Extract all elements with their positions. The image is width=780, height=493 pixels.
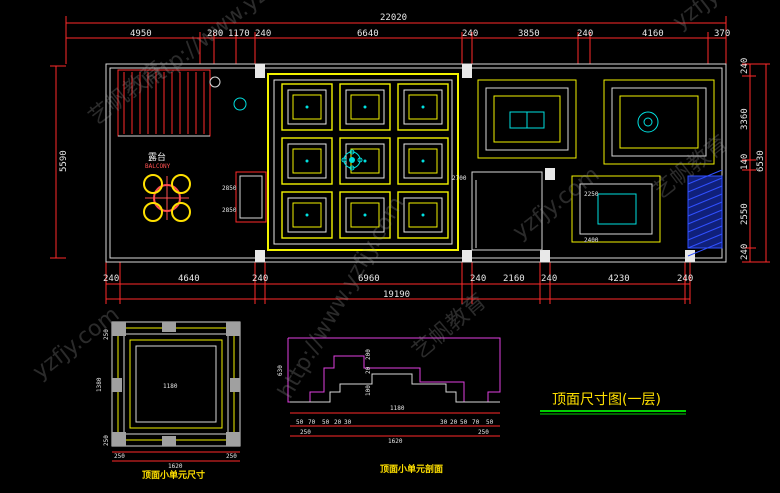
right-dim-3: 140 [740, 154, 750, 170]
unit-section-total: 1620 [388, 438, 403, 445]
bottom-dim-6: 2160 [503, 274, 525, 284]
left-dimension: 5590 [50, 65, 69, 259]
unit-plan-side-left: 250 [103, 329, 110, 340]
bottom-dim-7: 240 [541, 274, 557, 284]
lamp-icon [233, 97, 247, 111]
chandelier-icon [637, 111, 659, 133]
lamp-icon [209, 76, 221, 88]
top-dim-8: 240 [577, 29, 593, 39]
unit-section-step-7: 20 [450, 419, 458, 426]
bottom-overall-dim: 19190 [383, 290, 410, 300]
unit-plan-detail: 1180 1380 250 250 1620 250 250 顶面小单元尺寸 [96, 321, 241, 481]
watermarks: 艺帆教育 http://www.yzfjy.com yzfjy.com http… [28, 0, 764, 403]
unit-section-detail: 1180 1620 200 20 100 630 50 70 50 20 30 … [277, 337, 501, 475]
unit-section-height-bot: 100 [365, 385, 372, 396]
unit-section-step-10: 50 [486, 419, 494, 426]
unit-plan-bottom-left: 250 [114, 453, 125, 460]
unit-section-step-9: 70 [472, 419, 480, 426]
unit-section-edge-left: 250 [300, 429, 311, 436]
bottom-dim-4: 6960 [358, 274, 380, 284]
top-dim-4: 240 [255, 29, 271, 39]
unit-section-height-mid: 20 [365, 366, 372, 374]
plan-dim-center-b: 2700 [452, 175, 467, 182]
right-dim-4: 2550 [740, 203, 750, 225]
right-overall-dim: 6530 [756, 150, 766, 172]
unit-plan-side-right: 250 [103, 435, 110, 446]
unit-section-height-top: 200 [365, 349, 372, 360]
bottom-dim-5: 240 [470, 274, 486, 284]
staircase [117, 69, 211, 137]
plan-dim-center-a: 2250 [584, 191, 599, 198]
unit-section-title: 顶面小单元剖面 [380, 463, 443, 475]
balcony-label-en: BALCONY [145, 163, 171, 170]
unit-section-step-5: 30 [344, 419, 352, 426]
right-dimension-chain: 240 3360 140 2550 240 6530 [740, 58, 770, 263]
top-dim-7: 3850 [518, 29, 540, 39]
top-overall-dim: 22020 [380, 13, 407, 23]
plan-dim-room-b: 2850 [222, 207, 237, 214]
right-dim-5: 240 [740, 244, 750, 260]
top-dim-9: 4160 [642, 29, 664, 39]
watermark-site-2: yzfjy.com [508, 162, 604, 245]
outer-wall [105, 63, 727, 263]
unit-section-step-1: 50 [296, 419, 304, 426]
unit-section-step-4: 20 [334, 419, 342, 426]
unit-section-step-3: 50 [322, 419, 330, 426]
left-overall-dim: 5590 [59, 150, 69, 172]
unit-section-step-6: 30 [440, 419, 448, 426]
bottom-dim-1: 240 [103, 274, 119, 284]
top-dimension-chain: 22020 4950 280 1170 240 6640 240 3850 24… [65, 13, 730, 64]
chandelier-icon [341, 149, 363, 171]
unit-section-left-height: 630 [277, 365, 284, 376]
unit-plan-title: 顶面小单元尺寸 [142, 469, 205, 481]
unit-section-edge-right: 250 [478, 429, 489, 436]
unit-plan-inner-width: 1180 [163, 383, 178, 390]
bottom-dim-8: 4230 [608, 274, 630, 284]
top-dim-6: 240 [462, 29, 478, 39]
table-chair-set-icon [143, 174, 191, 222]
balcony-label-cn: 露台 [148, 151, 166, 163]
unit-section-step-2: 70 [308, 419, 316, 426]
right-dim-1: 240 [740, 58, 750, 74]
bottom-dimension-chain: 240 4640 240 6960 240 2160 240 4230 240 … [103, 262, 693, 304]
bottom-dim-2: 4640 [178, 274, 200, 284]
room-ceiling-upper-1 [477, 79, 577, 159]
main-title: 顶面尺寸图(一层) [552, 392, 661, 408]
room-ceiling-lower: 2250 2400 [571, 175, 661, 244]
top-dim-2: 280 [207, 29, 223, 39]
right-dim-2: 3360 [740, 108, 750, 130]
top-dim-3: 1170 [228, 29, 250, 39]
bottom-dim-3: 240 [252, 274, 268, 284]
top-dim-5: 6640 [357, 29, 379, 39]
plan-dim-small: 2400 [584, 237, 599, 244]
top-dim-10: 370 [714, 29, 730, 39]
watermark-site: yzfjy.com [28, 302, 124, 385]
bottom-dim-9: 240 [677, 274, 693, 284]
floor-plan: 露台 BALCONY 2850 2850 [105, 63, 727, 263]
unit-plan-bottom-right: 250 [226, 453, 237, 460]
unit-section-step-8: 50 [460, 419, 468, 426]
unit-section-width-inner: 1180 [390, 405, 405, 412]
main-title-block: 顶面尺寸图(一层) [540, 392, 686, 415]
top-dim-1: 4950 [130, 29, 152, 39]
main-hall-ceiling [267, 73, 459, 251]
unit-plan-bottom-total: 1620 [168, 463, 183, 470]
watermark-brand-2: 艺帆教育 [408, 289, 491, 365]
unit-plan-inner-height: 1380 [96, 377, 103, 392]
room-ceiling-upper-2 [603, 79, 715, 165]
plan-dim-room-a: 2850 [222, 185, 237, 192]
